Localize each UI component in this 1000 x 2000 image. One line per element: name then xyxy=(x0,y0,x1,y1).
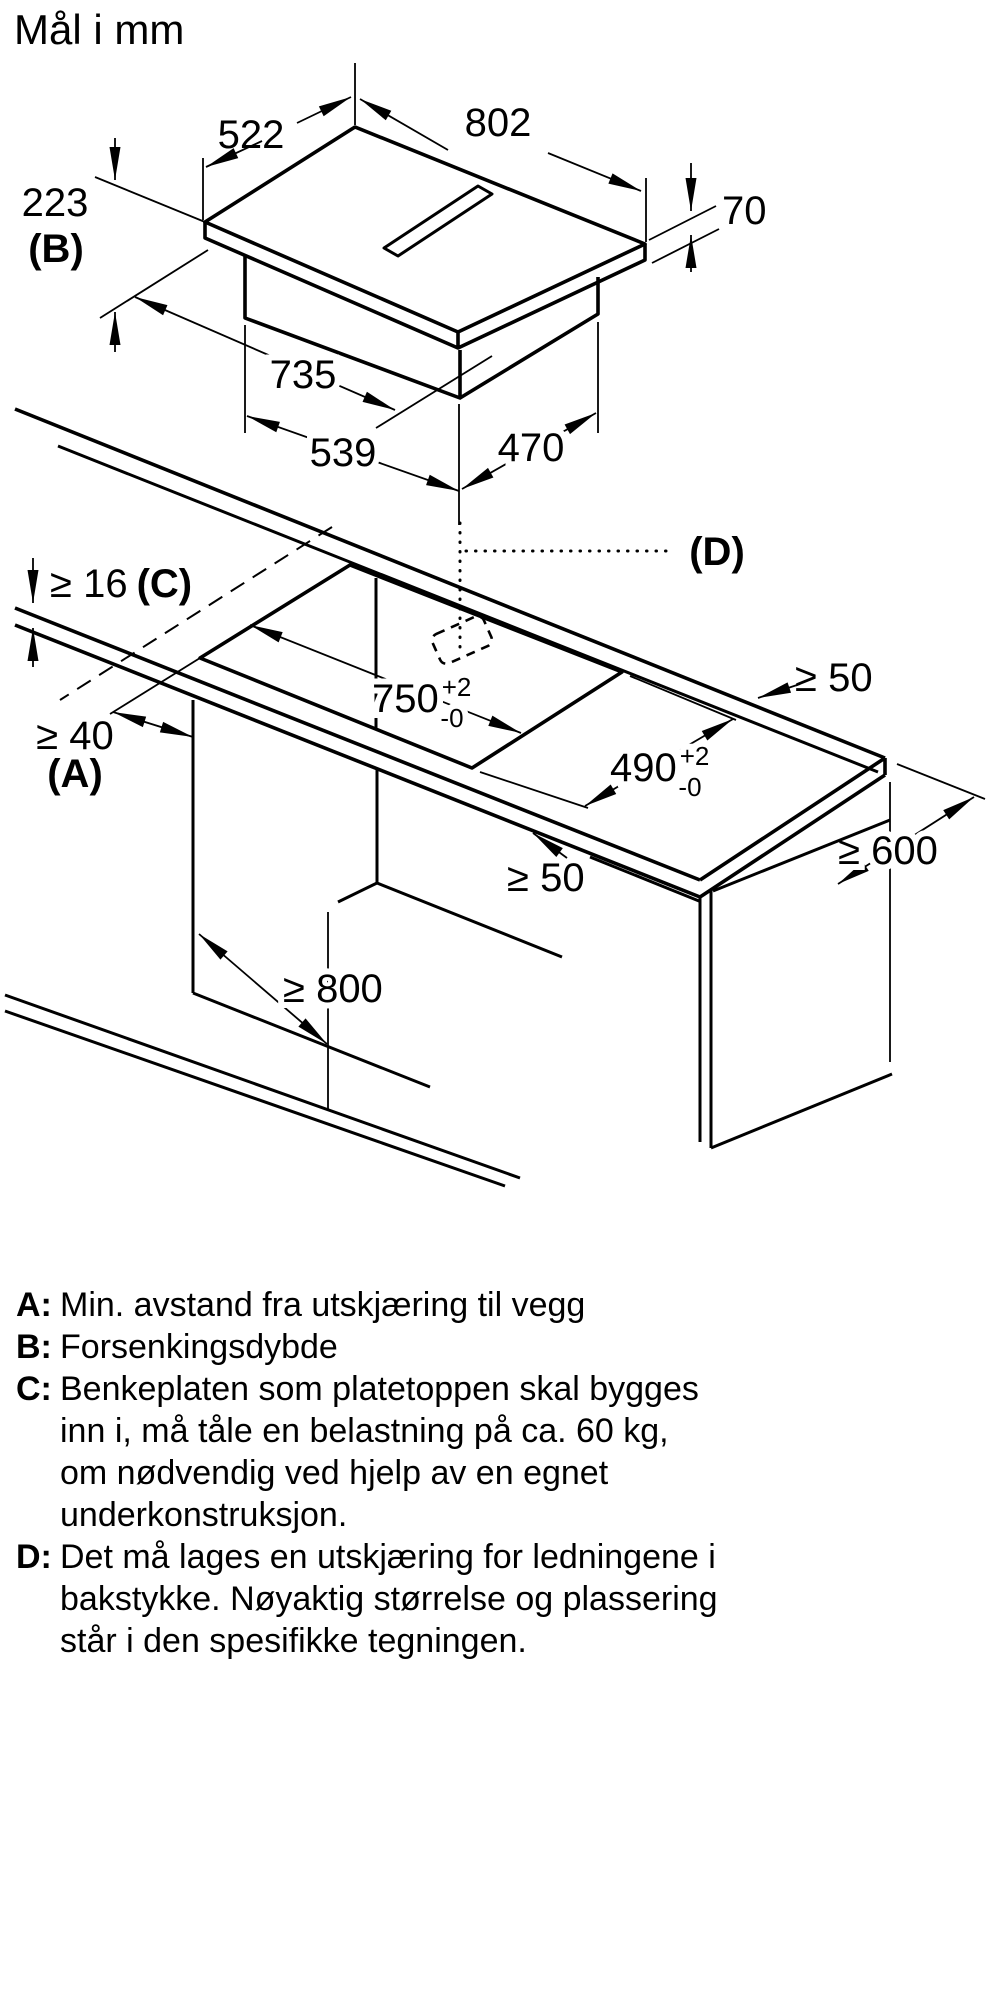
dim-539: 539 xyxy=(244,325,460,492)
dim-802-arrow-right xyxy=(547,152,642,192)
cabinet-right-top-edge xyxy=(712,818,891,893)
legend-text-c: Benkeplaten som platetoppen skal bygges … xyxy=(60,1370,699,1534)
dim-223-ref-top xyxy=(94,176,206,223)
dim-539-line xyxy=(246,415,460,492)
cabinet-interior-floor-back xyxy=(337,881,378,904)
dim-522-label: 522 xyxy=(218,113,285,157)
dim-802-label: 802 xyxy=(465,101,532,145)
dim-750: 750+2-0 xyxy=(249,624,522,739)
dim-490-ext-back xyxy=(629,675,737,721)
worktop-cutout xyxy=(198,563,624,770)
legend-text-b: Forsenkingsdybde xyxy=(60,1328,338,1366)
page-title: Mål i mm xyxy=(14,6,185,53)
dim-470: 470 xyxy=(458,322,599,525)
dim-802-arrow-left xyxy=(359,98,449,151)
dim-50-front: ≥ 50 xyxy=(507,832,585,900)
dim-735-line xyxy=(134,296,396,411)
cabinet-top-front-edge xyxy=(589,855,700,903)
dim-522-arrow-left xyxy=(205,140,263,168)
dim-490-ext-front xyxy=(479,771,589,809)
legend-key-c: C: xyxy=(16,1370,52,1408)
dim-800: ≥ 800 xyxy=(198,912,389,1110)
worktop-isometric-drawing: (D) ≥ 16(C) ≥ 40 (A) 750+2-0 xyxy=(4,407,986,1188)
dim-d-label: (D) xyxy=(689,530,745,574)
dim-600: ≥ 600 xyxy=(832,763,986,1062)
hob-isometric-drawing: 522 802 70 xyxy=(22,63,767,525)
dim-223: 223 (B) xyxy=(22,138,209,352)
dim-40-line xyxy=(112,711,194,738)
dim-223-ref-bottom xyxy=(99,249,209,319)
legend-key-a: A: xyxy=(16,1286,52,1324)
cable-cutout-rect xyxy=(430,614,494,666)
worktop-front-edge-top xyxy=(14,606,701,882)
worktop-front-edge-bottom xyxy=(14,623,701,899)
dim-70: 70 xyxy=(648,163,767,272)
dim-70-label: 70 xyxy=(722,189,767,233)
legend-row-b: B: Forsenkingsdybde xyxy=(16,1326,721,1368)
dim-600-ext-back xyxy=(896,763,986,800)
legend-text-d: Det må lages en utskjæring for ledningen… xyxy=(60,1538,718,1660)
dim-16-label: ≥ 16(C) xyxy=(50,562,192,606)
dim-522: 522 xyxy=(202,63,356,220)
dim-539-label: 539 xyxy=(310,431,377,475)
dim-735-label: 735 xyxy=(270,353,337,397)
dim-wall-40: ≥ 40 (A) xyxy=(36,657,201,796)
worktop-back-rail-line xyxy=(57,444,879,774)
legend-key-b: B: xyxy=(16,1328,52,1366)
hob-top-face xyxy=(203,125,647,334)
hob-vent-slot xyxy=(382,184,494,258)
legend-row-a: A: Min. avstand fra utskjæring til vegg xyxy=(16,1284,721,1326)
worktop-back-edge xyxy=(14,407,886,760)
dim-522-arrow-right xyxy=(296,96,352,124)
dim-50-rear-label: ≥ 50 xyxy=(795,656,873,700)
legend-row-c: C: Benkeplaten som platetoppen skal bygg… xyxy=(16,1368,721,1536)
dim-600-line xyxy=(837,796,975,885)
wall-reference-line xyxy=(59,526,333,701)
floor-line-1 xyxy=(4,993,521,1180)
legend-key-d: D: xyxy=(16,1538,52,1576)
dim-470-label: 470 xyxy=(498,426,565,470)
floor-line-2 xyxy=(4,1009,506,1188)
dim-600-label: ≥ 600 xyxy=(838,829,938,873)
dim-50-front-label: ≥ 50 xyxy=(507,856,585,900)
dim-490: 490+2-0 xyxy=(479,675,737,809)
dim-40-label: ≥ 40 xyxy=(36,714,114,758)
dim-490-label: 490+2-0 xyxy=(610,741,709,802)
dim-750-label: 750+2-0 xyxy=(372,672,471,733)
dim-750-line xyxy=(249,624,522,734)
dim-40-ext xyxy=(109,657,201,715)
cabinet-interior-floor-right xyxy=(376,881,563,959)
dim-50-rear: ≥ 50 xyxy=(757,656,873,700)
legend-text-a: Min. avstand fra utskjæring til vegg xyxy=(60,1286,586,1324)
dim-40-key-label: (A) xyxy=(47,752,103,796)
legend-row-d: D: Det må lages en utskjæring for lednin… xyxy=(16,1536,721,1662)
base-cabinet xyxy=(4,700,893,1188)
dim-735-ref-right xyxy=(375,355,493,429)
cabinet-right-bottom-edge xyxy=(710,1072,893,1150)
dim-thickness-16: ≥ 16(C) xyxy=(27,558,192,667)
dim-223-label: 223 xyxy=(22,181,89,225)
cable-cutout-outline xyxy=(430,614,494,666)
dim-50-rear-arrow xyxy=(757,682,801,699)
dim-800-label: ≥ 800 xyxy=(283,967,383,1011)
dim-223-key-label: (B) xyxy=(28,227,84,271)
dim-490-line xyxy=(584,718,734,807)
dim-70-ext-top xyxy=(648,205,717,241)
dim-735: 735 xyxy=(134,296,493,429)
dim-802: 802 xyxy=(359,98,647,242)
dim-800-line xyxy=(198,933,328,1045)
dim-470-line xyxy=(461,412,597,490)
dim-50-front-arrow xyxy=(532,832,568,859)
legend: A: Min. avstand fra utskjæring til vegg … xyxy=(16,1284,721,1662)
worktop-right-edge xyxy=(699,756,887,899)
